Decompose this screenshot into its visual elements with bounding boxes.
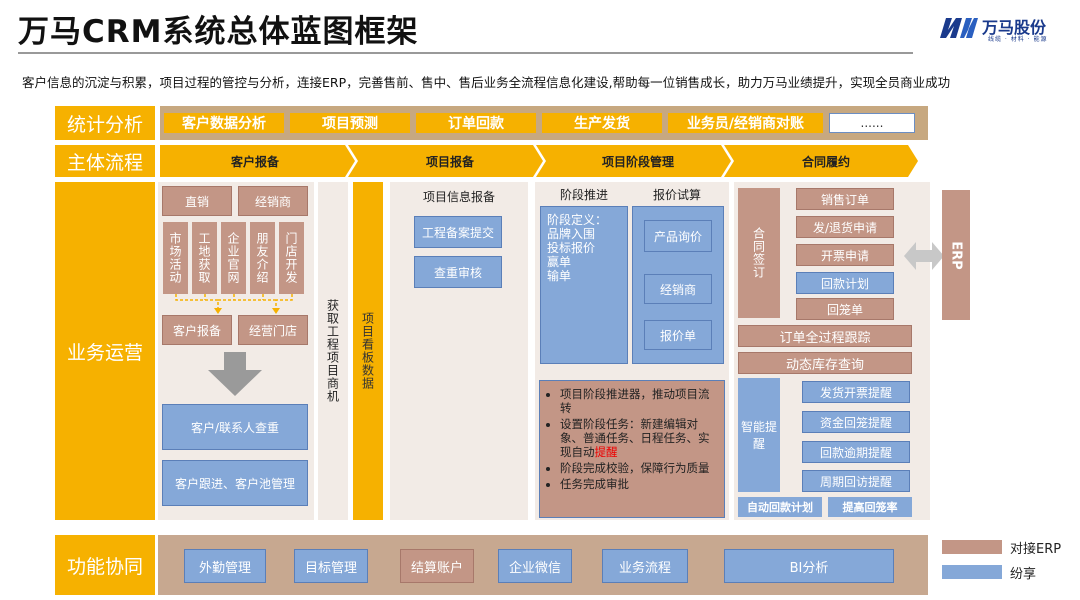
channel-store-development: 门店开发 xyxy=(279,222,304,294)
func-wecom: 企业微信 xyxy=(498,549,572,583)
sales-order-box: 销售订单 xyxy=(796,188,894,210)
stage-def-line-2: 投标报价 xyxy=(547,241,596,255)
stage-def-line-4: 输单 xyxy=(547,269,572,283)
channel-site-acquisition: 工地获取 xyxy=(192,222,217,294)
stats-item-order-payment: 订单回款 xyxy=(416,113,536,133)
legend-label-erp: 对接ERP xyxy=(1010,542,1062,557)
dealer-box: 经销商 xyxy=(238,186,308,216)
direct-sales-box: 直销 xyxy=(162,186,232,216)
ship-return-box: 发/退货申请 xyxy=(796,216,894,238)
stats-item-reconciliation: 业务员/经销商对账 xyxy=(668,113,823,133)
func-business-flow: 业务流程 xyxy=(602,549,688,583)
filing-submit-box: 工程备案提交 xyxy=(414,216,502,248)
func-bi-analysis: BI分析 xyxy=(724,549,894,583)
contract-sign-box: 合同签订 xyxy=(738,188,780,318)
stage-bullets-box: 项目阶段推进器，推动项目流转 设置阶段任务：新建编辑对象、普通任务、日程任务、实… xyxy=(539,380,725,518)
contact-dedup-box: 客户/联系人查重 xyxy=(162,404,308,450)
improve-collection-box: 提高回笼率 xyxy=(828,497,912,517)
acquire-opportunity-column: 获取工程项目商机 xyxy=(318,182,348,520)
erp-box: ERP xyxy=(942,190,970,320)
stage-bullet-3: 阶段完成校验，保障行为质量 xyxy=(560,461,720,475)
stage-def-line-1: 品牌入围 xyxy=(547,227,596,241)
order-tracking-box: 订单全过程跟踪 xyxy=(738,325,912,347)
quote-sheet-box: 报价单 xyxy=(644,320,712,350)
project-board-column: 项目看板数据 xyxy=(353,182,383,520)
stage-dealer-box: 经销商 xyxy=(644,274,712,304)
flow-step-customer-report: 客户报备 xyxy=(230,154,280,169)
func-settlement-account: 结算账户 xyxy=(400,549,474,583)
erp-label: ERP xyxy=(948,240,964,270)
stage-definition-box: 阶段定义： 品牌入围 投标报价 赢单 输单 xyxy=(540,206,628,364)
stage-advance-header: 阶段推进 xyxy=(559,188,608,202)
flow-step-project-report: 项目报备 xyxy=(426,154,475,169)
legend-label-share: 纷享 xyxy=(1010,567,1037,582)
reminder-periodic-visit: 周期回访提醒 xyxy=(802,470,910,492)
stats-item-more: ...... xyxy=(829,113,915,133)
flow-step-shape-4 xyxy=(724,145,918,177)
duplicate-review-box: 查重审核 xyxy=(414,256,502,288)
stage-bullet-1: 项目阶段推进器，推动项目流转 xyxy=(560,387,720,415)
legend-swatch-erp xyxy=(942,540,1002,554)
logo-mark-icon xyxy=(940,18,978,38)
stats-item-production-shipping: 生产发货 xyxy=(542,113,662,133)
flow-step-shape-3 xyxy=(536,145,731,177)
row-label-stats: 统计分析 xyxy=(55,106,155,140)
quote-calc-header: 报价试算 xyxy=(652,188,701,202)
page-subtitle: 客户信息的沉淀与积累，项目过程的管控与分析，连接ERP，完善售前、售中、售后业务… xyxy=(22,75,951,90)
project-report-header: 项目信息报备 xyxy=(422,190,495,204)
flow-step-shape-2 xyxy=(348,145,543,177)
smart-reminder-box: 智能提醒 xyxy=(738,378,780,492)
collection-box: 回笼单 xyxy=(796,298,894,320)
stage-def-line-0: 阶段定义： xyxy=(547,213,608,227)
row-label-func: 功能协同 xyxy=(55,535,155,595)
auto-payment-plan-box: 自动回款计划 xyxy=(738,497,822,517)
flow-step-contract-fulfillment: 合同履约 xyxy=(802,154,850,169)
logo-subtext: 线缆 · 材料 · 能源 xyxy=(988,36,1048,43)
stage-bullet-2-text: 设置阶段任务：新建编辑对象、普通任务、日程任务、实现自动 xyxy=(560,417,710,459)
inventory-query-box: 动态库存查询 xyxy=(738,352,912,374)
operating-store-box: 经营门店 xyxy=(238,315,308,345)
stage-bullet-2: 设置阶段任务：新建编辑对象、普通任务、日程任务、实现自动提醒 xyxy=(560,417,720,459)
flow-chevrons: 客户报备 项目报备 项目阶段管理 合同履约 xyxy=(160,145,918,177)
channel-company-website: 企业官网 xyxy=(221,222,246,294)
stage-bullet-4: 任务完成审批 xyxy=(560,477,720,491)
legend-swatch-share xyxy=(942,565,1002,579)
row-label-ops: 业务运营 xyxy=(55,182,155,520)
row-label-flow: 主体流程 xyxy=(55,145,155,177)
customer-follow-box: 客户跟进、客户池管理 xyxy=(162,460,308,506)
company-logo: 万马股份 线缆 · 材料 · 能源 xyxy=(938,14,1068,44)
stats-item-customer-analysis: 客户数据分析 xyxy=(164,113,284,133)
flow-step-stage-management: 项目阶段管理 xyxy=(602,154,674,169)
customer-report-box: 客户报备 xyxy=(162,315,232,345)
product-inquiry-box: 产品询价 xyxy=(644,220,712,252)
invoice-request-box: 开票申请 xyxy=(796,244,894,266)
reminder-fund-collection: 资金回笼提醒 xyxy=(802,411,910,433)
reminder-ship-invoice: 发货开票提醒 xyxy=(802,381,910,403)
reminder-overdue: 回款逾期提醒 xyxy=(802,441,910,463)
payment-plan-box: 回款计划 xyxy=(796,272,894,294)
down-arrow-icon xyxy=(208,352,262,396)
stage-bullet-2-highlight: 提醒 xyxy=(594,445,618,459)
bidirectional-arrow-icon xyxy=(904,242,944,270)
logo-text: 万马股份 xyxy=(982,18,1047,37)
stats-item-project-forecast: 项目预测 xyxy=(290,113,410,133)
stage-def-line-3: 赢单 xyxy=(547,255,572,269)
project-board-label: 项目看板数据 xyxy=(360,312,375,390)
title-divider xyxy=(18,52,913,54)
channel-market-activity: 市场活动 xyxy=(163,222,188,294)
acquire-opportunity-label: 获取工程项目商机 xyxy=(325,299,340,403)
page-title: 万马CRM系统总体蓝图框架 xyxy=(18,14,419,50)
func-target-management: 目标管理 xyxy=(294,549,368,583)
channel-friend-referral: 朋友介绍 xyxy=(250,222,275,294)
func-field-management: 外勤管理 xyxy=(184,549,266,583)
flow-step-shape-1 xyxy=(160,145,355,177)
channel-merge-arrows xyxy=(175,294,293,314)
